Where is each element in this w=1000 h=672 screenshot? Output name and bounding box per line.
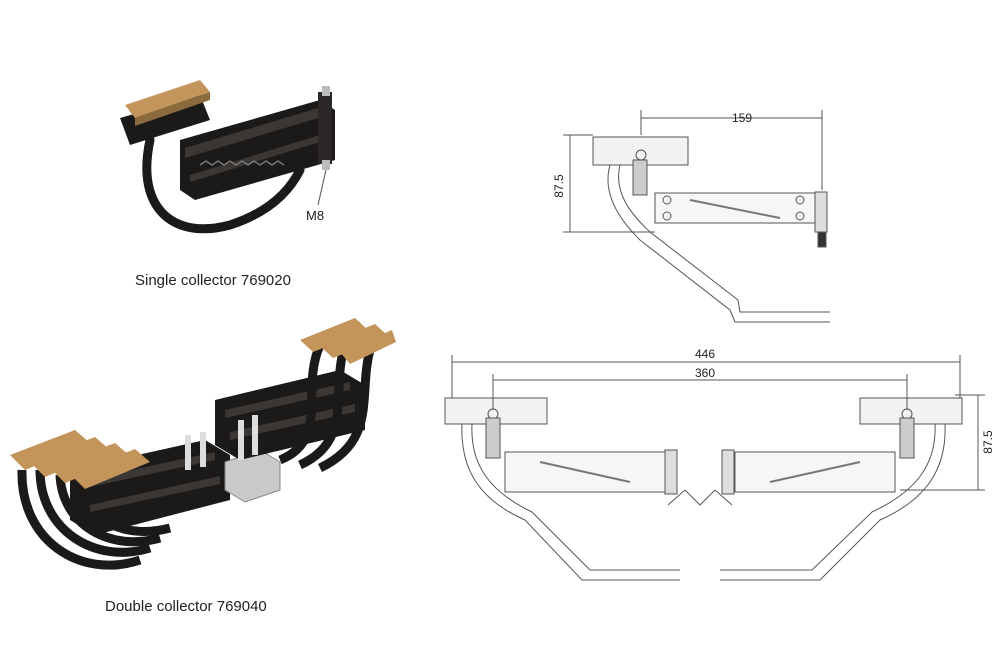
bolt-callout-label: M8: [306, 208, 324, 223]
single-height-dimension: 87.5: [552, 174, 566, 198]
double-collector-drawing: [444, 355, 985, 581]
double-inner-dimension: 360: [695, 366, 715, 380]
single-collector-caption: Single collector 769020: [135, 272, 291, 289]
single-width-dimension: 159: [732, 111, 752, 125]
double-height-dimension: 87.5: [981, 430, 995, 454]
double-outer-dimension: 446: [695, 347, 715, 361]
double-collector-render: [10, 318, 396, 570]
single-collector-render: [120, 80, 335, 234]
single-collector-drawing: [563, 110, 830, 323]
double-collector-caption: Double collector 769040: [105, 598, 267, 615]
